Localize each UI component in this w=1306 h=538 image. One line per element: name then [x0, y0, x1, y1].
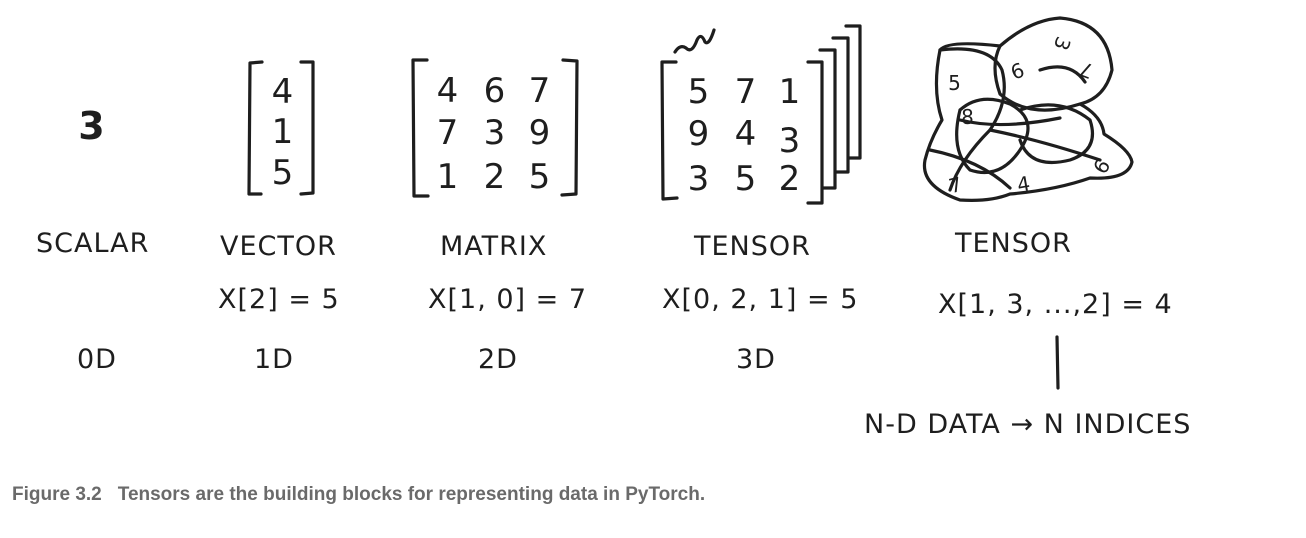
matrix-cell: 1 [436, 157, 460, 197]
matrix-cell: 6 [483, 71, 507, 111]
vector-label: VECTOR [220, 231, 337, 262]
tensor-cell: 3 [778, 121, 802, 161]
tensor-cell: 7 [734, 72, 758, 112]
tensor-cell: 5 [687, 72, 711, 112]
matrix-cell: 4 [436, 71, 460, 111]
vector-element: 1 [271, 112, 295, 152]
scalar-label: SCALAR [36, 228, 150, 259]
matrix-right-bracket [560, 58, 579, 197]
tensor-layer-4 [844, 24, 862, 160]
tensor-cell: 4 [734, 114, 758, 154]
tensor-cell: 2 [778, 159, 802, 199]
nd-tensor-blob [922, 16, 1134, 202]
tensor-3d-index: X[0, 2, 1] = 5 [662, 284, 859, 315]
matrix-index: X[1, 0] = 7 [428, 284, 588, 315]
pointer-line [1055, 335, 1060, 390]
nd-number: 8 [961, 105, 975, 129]
tensor-left-bracket [660, 60, 679, 201]
matrix-dim: 2D [478, 344, 518, 375]
tensor-nd-index: X[1, 3, ...,2] = 4 [938, 289, 1173, 320]
vector-right-bracket [299, 60, 315, 196]
matrix-cell: 7 [436, 113, 460, 153]
vector-left-bracket [247, 60, 264, 196]
matrix-cell: 3 [483, 113, 507, 153]
matrix-left-bracket [411, 58, 430, 198]
vector-dim: 1D [254, 344, 294, 375]
tensor-cell: 5 [734, 159, 758, 199]
tensor-layer-squiggle [673, 28, 716, 54]
vector-element: 5 [271, 153, 295, 193]
tensor-nd-label: TENSOR [955, 228, 1072, 259]
tensor-3d-label: TENSOR [694, 231, 811, 262]
caption-number: Figure 3.2 [12, 484, 102, 505]
tensor-layer-3 [831, 36, 850, 174]
matrix-cell: 2 [483, 157, 507, 197]
tensor-diagram: 3 4 1 5 4 6 7 7 3 9 1 2 5 5 7 1 9 4 3 3 … [36, 16, 1192, 440]
matrix-cell: 9 [528, 113, 552, 153]
tensor-cell: 1 [778, 72, 802, 112]
tensor-cell: 3 [687, 159, 711, 199]
figure-caption: Figure 3.2 Tensors are the building block… [12, 484, 705, 506]
vector-index: X[2] = 5 [218, 284, 340, 315]
diagram-strokes [247, 16, 1134, 390]
scalar-dim: 0D [77, 344, 117, 375]
matrix-cell: 7 [528, 71, 552, 111]
matrix-cell: 5 [528, 157, 552, 197]
nd-number: 5 [948, 71, 962, 95]
tensor-cell: 9 [687, 114, 711, 154]
caption-text: Tensors are the building blocks for repr… [117, 484, 706, 505]
tensor-3d-dim: 3D [736, 344, 776, 375]
tensor-layer-2 [818, 48, 837, 190]
vector-element: 4 [271, 72, 295, 112]
nd-number: 4 [1015, 170, 1033, 198]
nd-indices-note: N-D DATA → N INDICES [864, 409, 1192, 440]
matrix-label: MATRIX [440, 231, 548, 262]
scalar-value: 3 [78, 104, 106, 148]
tensor-right-bracket [806, 60, 824, 205]
